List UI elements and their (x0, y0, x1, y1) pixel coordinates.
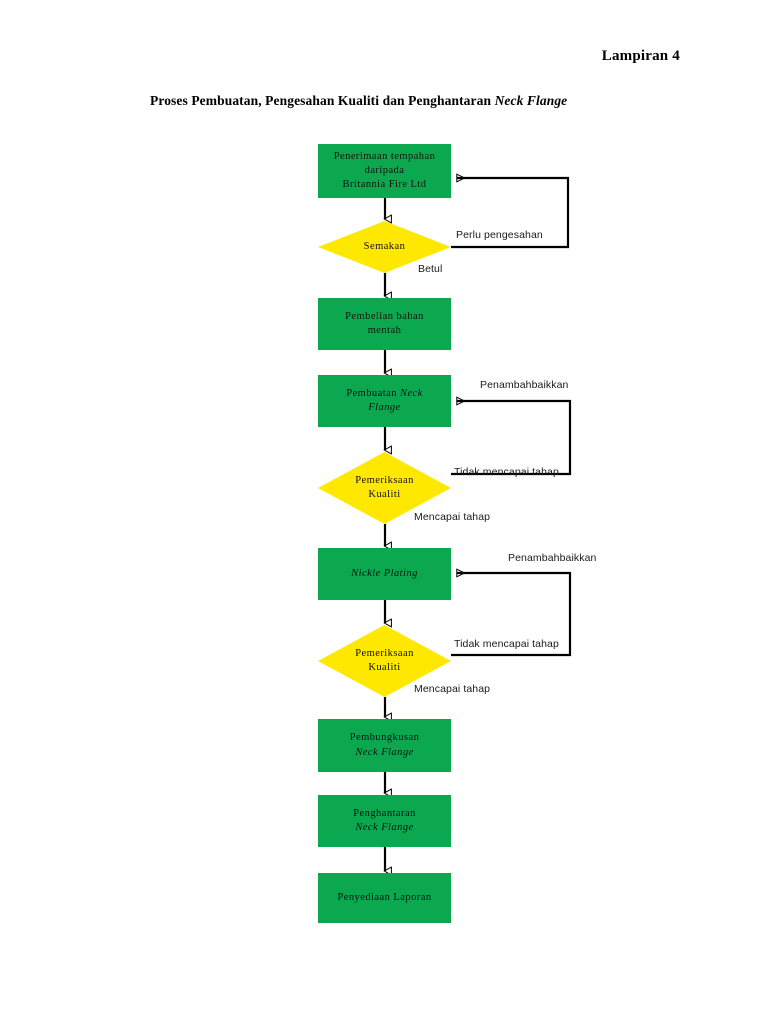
edge-label-tidak-mencapai-tahap-1: Tidak mencapai tahap (454, 466, 559, 478)
node-penghantaran-neck-flange[interactable]: Penghantaran Neck Flange (318, 795, 451, 847)
node-line-1: Pemeriksaan (355, 474, 414, 486)
node-line-1: Penyediaan Laporan (337, 891, 432, 903)
page-title-text: Proses Pembuatan, Pengesahan Kualiti dan… (150, 93, 495, 108)
node-pembelian-bahan-mentah[interactable]: Pembelian bahan mentah (318, 298, 451, 350)
node-line-1: Pemeriksaan (355, 647, 414, 659)
node-line-2: daripada (364, 164, 405, 176)
node-nickle-plating[interactable]: Nickle Plating (318, 548, 451, 600)
edge-loop-kualiti-1 (451, 401, 572, 476)
edge-label-tidak-mencapai-tahap-2: Tidak mencapai tahap (454, 638, 559, 650)
edge-label-perlu-pengesahan: Perlu pengesahan (456, 229, 543, 241)
page-title: Proses Pembuatan, Pengesahan Kualiti dan… (150, 93, 567, 109)
appendix-label: Lampiran 4 (601, 48, 680, 64)
node-label: Semakan (364, 240, 406, 254)
node-label: Nickle Plating (351, 567, 418, 581)
node-line-1-italic: Neck (399, 387, 423, 399)
node-penerimaan-tempahan[interactable]: Penerimaan tempahan daripada Britannia F… (318, 144, 451, 198)
node-line-2: Kualiti (368, 662, 401, 673)
node-label: Penyediaan Laporan (337, 891, 431, 905)
page-title-italic: Neck Flange (494, 93, 568, 108)
node-label: Penghantaran Neck Flange (353, 807, 416, 835)
edge-label-mencapai-tahap-2: Mencapai tahap (414, 683, 491, 695)
node-line-1: Pembuatan (346, 387, 400, 399)
node-line-2: Neck Flange (355, 746, 414, 758)
node-label: Penerimaan tempahan daripada Britannia F… (334, 150, 436, 193)
node-penyediaan-laporan[interactable]: Penyediaan Laporan (318, 873, 451, 923)
node-line-1: Semakan (363, 240, 406, 252)
node-line-1: Penerimaan tempahan (333, 150, 436, 162)
node-line-2: Neck Flange (355, 822, 414, 833)
node-label: Pembungkusan Neck Flange (350, 731, 420, 759)
edge-label-penambahbaikkan-1: Penambahbaikkan (480, 379, 569, 391)
node-pembuatan-neck-flange[interactable]: Pembuatan Neck Flange (318, 375, 451, 427)
node-line-2: mentah (367, 325, 402, 336)
node-line-1: Pembelian bahan (345, 310, 424, 322)
edge-label-betul: Betul (418, 263, 443, 275)
edge-label-penambahbaikkan-2: Penambahbaikkan (508, 552, 597, 564)
node-line-1: Nickle Plating (351, 567, 418, 579)
node-line-1: Penghantaran (353, 807, 416, 819)
edge-label-mencapai-tahap-1: Mencapai tahap (414, 511, 491, 523)
node-line-2: Flange (368, 402, 401, 413)
node-line-1: Pembungkusan (349, 732, 420, 744)
node-line-2: Kualiti (368, 489, 401, 500)
node-label: Pemeriksaan Kualiti (355, 647, 414, 675)
node-label: Pembuatan Neck Flange (346, 387, 423, 415)
node-label: Pemeriksaan Kualiti (355, 474, 414, 502)
node-line-3: Britannia Fire Ltd (342, 179, 427, 191)
node-label: Pembelian bahan mentah (345, 310, 424, 338)
node-pembungkusan-neck-flange[interactable]: Pembungkusan Neck Flange (318, 719, 451, 772)
